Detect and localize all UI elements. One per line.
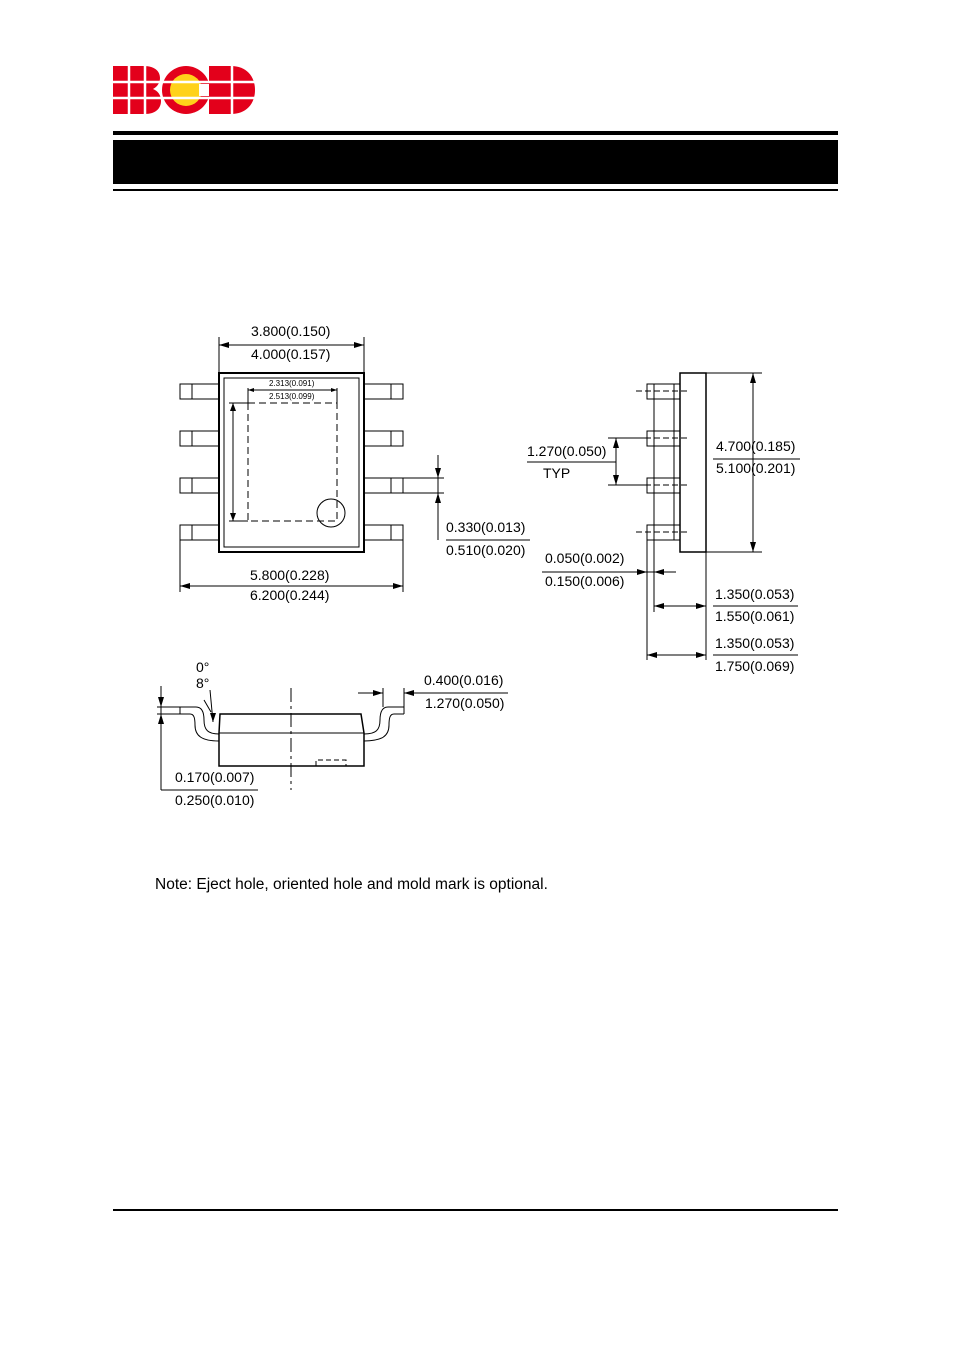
dim-overall-width-min: 5.800(0.228) (250, 567, 329, 583)
footer-rule (113, 1209, 838, 1211)
top-view (179, 337, 530, 592)
dim-body-height-max: 1.550(0.061) (715, 608, 794, 624)
dim-foot-length-min: 0.400(0.016) (424, 672, 503, 688)
dim-lead-thickness-min: 0.170(0.007) (175, 769, 254, 785)
dim-lead-width-max: 0.510(0.020) (446, 542, 525, 558)
end-right-lead (363, 706, 404, 735)
header-underline (113, 189, 838, 191)
dim-body-width-max: 4.000(0.157) (251, 346, 330, 362)
end-left-lead (180, 706, 220, 735)
side-body (679, 372, 707, 553)
dim-lead-thickness-max: 0.250(0.010) (175, 792, 254, 808)
package-body (218, 372, 365, 553)
dim-foot-length-max: 1.270(0.050) (425, 695, 504, 711)
dim-angle-max: 8° (196, 675, 209, 691)
dim-standoff-min: 0.050(0.002) (545, 550, 624, 566)
optional-features-note: Note: Eject hole, oriented hole and mold… (155, 876, 548, 893)
dim-body-width-min: 3.800(0.150) (251, 323, 330, 339)
dim-pitch: 1.270(0.050) (527, 443, 606, 459)
bcd-logo (113, 66, 255, 114)
exposed-pad (247, 402, 338, 522)
dim-body-height-min: 1.350(0.053) (715, 586, 794, 602)
dim-overall-height-max: 1.750(0.069) (715, 658, 794, 674)
left-leads (179, 383, 220, 541)
header-rule (113, 131, 838, 135)
end-view (157, 686, 508, 791)
logo-letter-b (113, 66, 161, 114)
title-bar (113, 140, 838, 184)
dim-pad-width-min: 2.313(0.091) (269, 379, 315, 388)
dim-pad-width-max: 2.513(0.099) (269, 392, 315, 401)
dim-length-max: 5.100(0.201) (716, 460, 795, 476)
dim-pitch-note: TYP (543, 465, 570, 481)
dim-lead-width-min: 0.330(0.013) (446, 519, 525, 535)
dim-overall-width-max: 6.200(0.244) (250, 587, 329, 603)
pin1-marker (316, 498, 346, 528)
dim-overall-height-min: 1.350(0.053) (715, 635, 794, 651)
dim-angle-min: 0° (196, 659, 209, 675)
dim-length-min: 4.700(0.185) (716, 438, 795, 454)
dim-standoff-max: 0.150(0.006) (545, 573, 624, 589)
right-leads (363, 383, 404, 541)
